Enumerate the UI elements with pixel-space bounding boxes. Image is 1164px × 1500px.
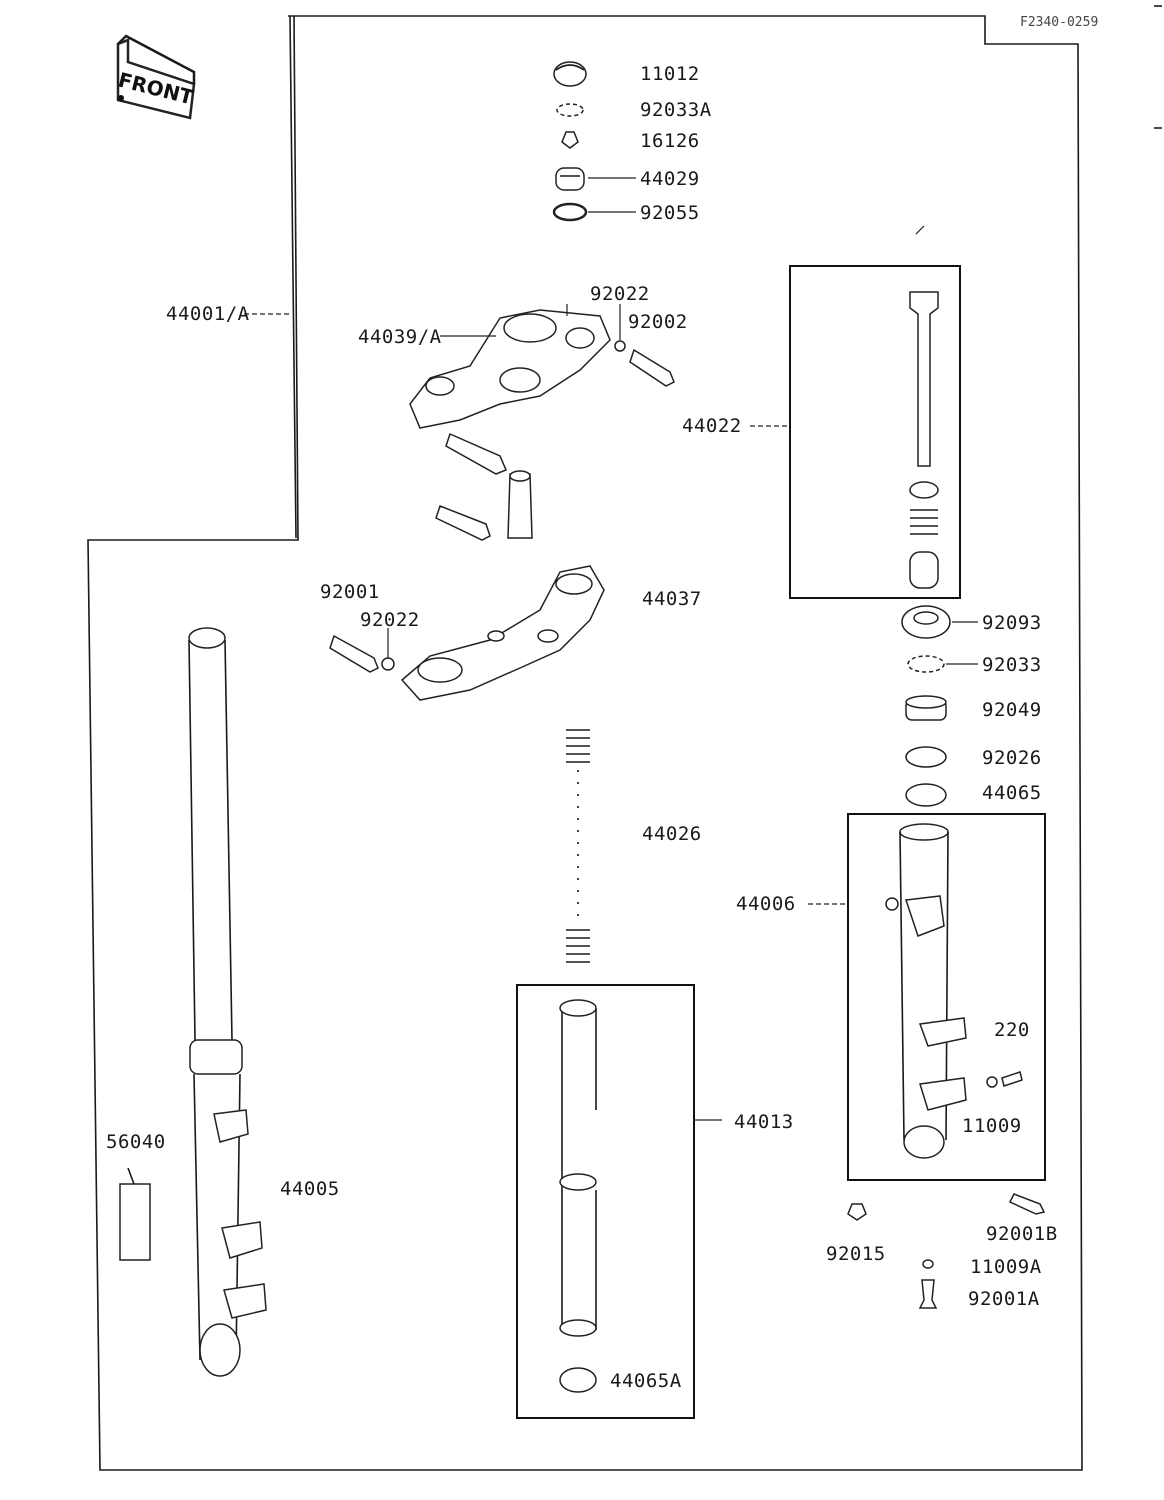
callout-44039a: 44039/A — [358, 326, 442, 348]
callout-92015: 92015 — [826, 1243, 886, 1265]
callout-44005: 44005 — [280, 1178, 340, 1200]
callout-44065: 44065 — [982, 782, 1042, 804]
assembly-outline — [87, 15, 1083, 1471]
callout-11009a: 11009A — [970, 1256, 1042, 1278]
bolt-92002-icon — [629, 348, 675, 387]
inner-tube-box — [516, 984, 695, 1419]
oring-92055-icon — [552, 202, 588, 222]
bushing-44065a-icon — [559, 1367, 597, 1393]
callout-92026: 92026 — [982, 747, 1042, 769]
callout-11009: 11009 — [962, 1115, 1022, 1137]
callout-92033: 92033 — [982, 654, 1042, 676]
callout-92033a: 92033A — [640, 99, 712, 121]
washer-92022-icon — [614, 340, 626, 352]
washer-92022-mid-icon — [381, 657, 395, 671]
callout-44001a: 44001/A — [166, 303, 250, 325]
callout-220: 220 — [994, 1019, 1030, 1041]
callout-44026: 44026 — [642, 823, 702, 845]
callout-92049: 92049 — [982, 699, 1042, 721]
callout-92001: 92001 — [320, 581, 380, 603]
inner-tube-44013-icon — [559, 999, 597, 1337]
callout-92022-top: 92022 — [590, 283, 650, 305]
upper-bracket-44039a-icon — [409, 309, 611, 541]
callout-92001a: 92001A — [968, 1288, 1040, 1310]
fork-leg-44005-icon — [188, 627, 267, 1377]
callout-11012: 11012 — [640, 63, 700, 85]
callout-92002: 92002 — [628, 311, 688, 333]
bolt-220-icon — [986, 1071, 1023, 1088]
callout-44029: 44029 — [640, 168, 700, 190]
callout-16126: 16126 — [640, 130, 700, 152]
callout-92022-mid: 92022 — [360, 609, 420, 631]
sub-assembly-outline — [289, 15, 297, 539]
gasket-11009a-icon — [922, 1259, 934, 1269]
front-arrow-icon: FRONT — [116, 34, 196, 120]
outer-tube-44006-icon — [885, 823, 967, 1159]
bolt-92001-icon — [329, 634, 379, 673]
callout-92055: 92055 — [640, 202, 700, 224]
callout-44037: 44037 — [642, 588, 702, 610]
valve-16126-icon — [561, 131, 579, 149]
damper-rod-44022-icon — [909, 291, 939, 589]
callout-92001b: 92001B — [986, 1223, 1058, 1245]
bushing-44065-icon — [905, 783, 947, 807]
seal-92049-icon — [905, 695, 947, 721]
bolt-92001b-icon — [1008, 1193, 1046, 1215]
plug-44029-icon — [555, 167, 585, 191]
cap-11012-icon — [553, 61, 587, 87]
spring-44026-icon — [566, 729, 590, 963]
callout-44065a: 44065A — [610, 1370, 682, 1392]
rod-assembly-box — [789, 265, 961, 599]
callout-44013: 44013 — [734, 1111, 794, 1133]
valve-92015-icon — [847, 1203, 867, 1221]
oring-92033-icon — [907, 655, 945, 673]
callout-44022: 44022 — [682, 415, 742, 437]
callout-92093: 92093 — [982, 612, 1042, 634]
leader-line — [915, 225, 925, 235]
reference-code: F2340-0259 — [1020, 15, 1098, 30]
callout-56040: 56040 — [106, 1131, 166, 1153]
seal-92093-icon — [901, 605, 951, 639]
outer-tube-box — [847, 813, 1046, 1181]
oring-92033a-icon — [556, 103, 584, 117]
reflector-56040-icon — [119, 1167, 151, 1261]
callout-44006: 44006 — [736, 893, 796, 915]
lower-bracket-44037-icon — [400, 565, 605, 701]
drain-bolt-92001a-icon — [918, 1279, 938, 1309]
ring-92026-icon — [905, 746, 947, 768]
